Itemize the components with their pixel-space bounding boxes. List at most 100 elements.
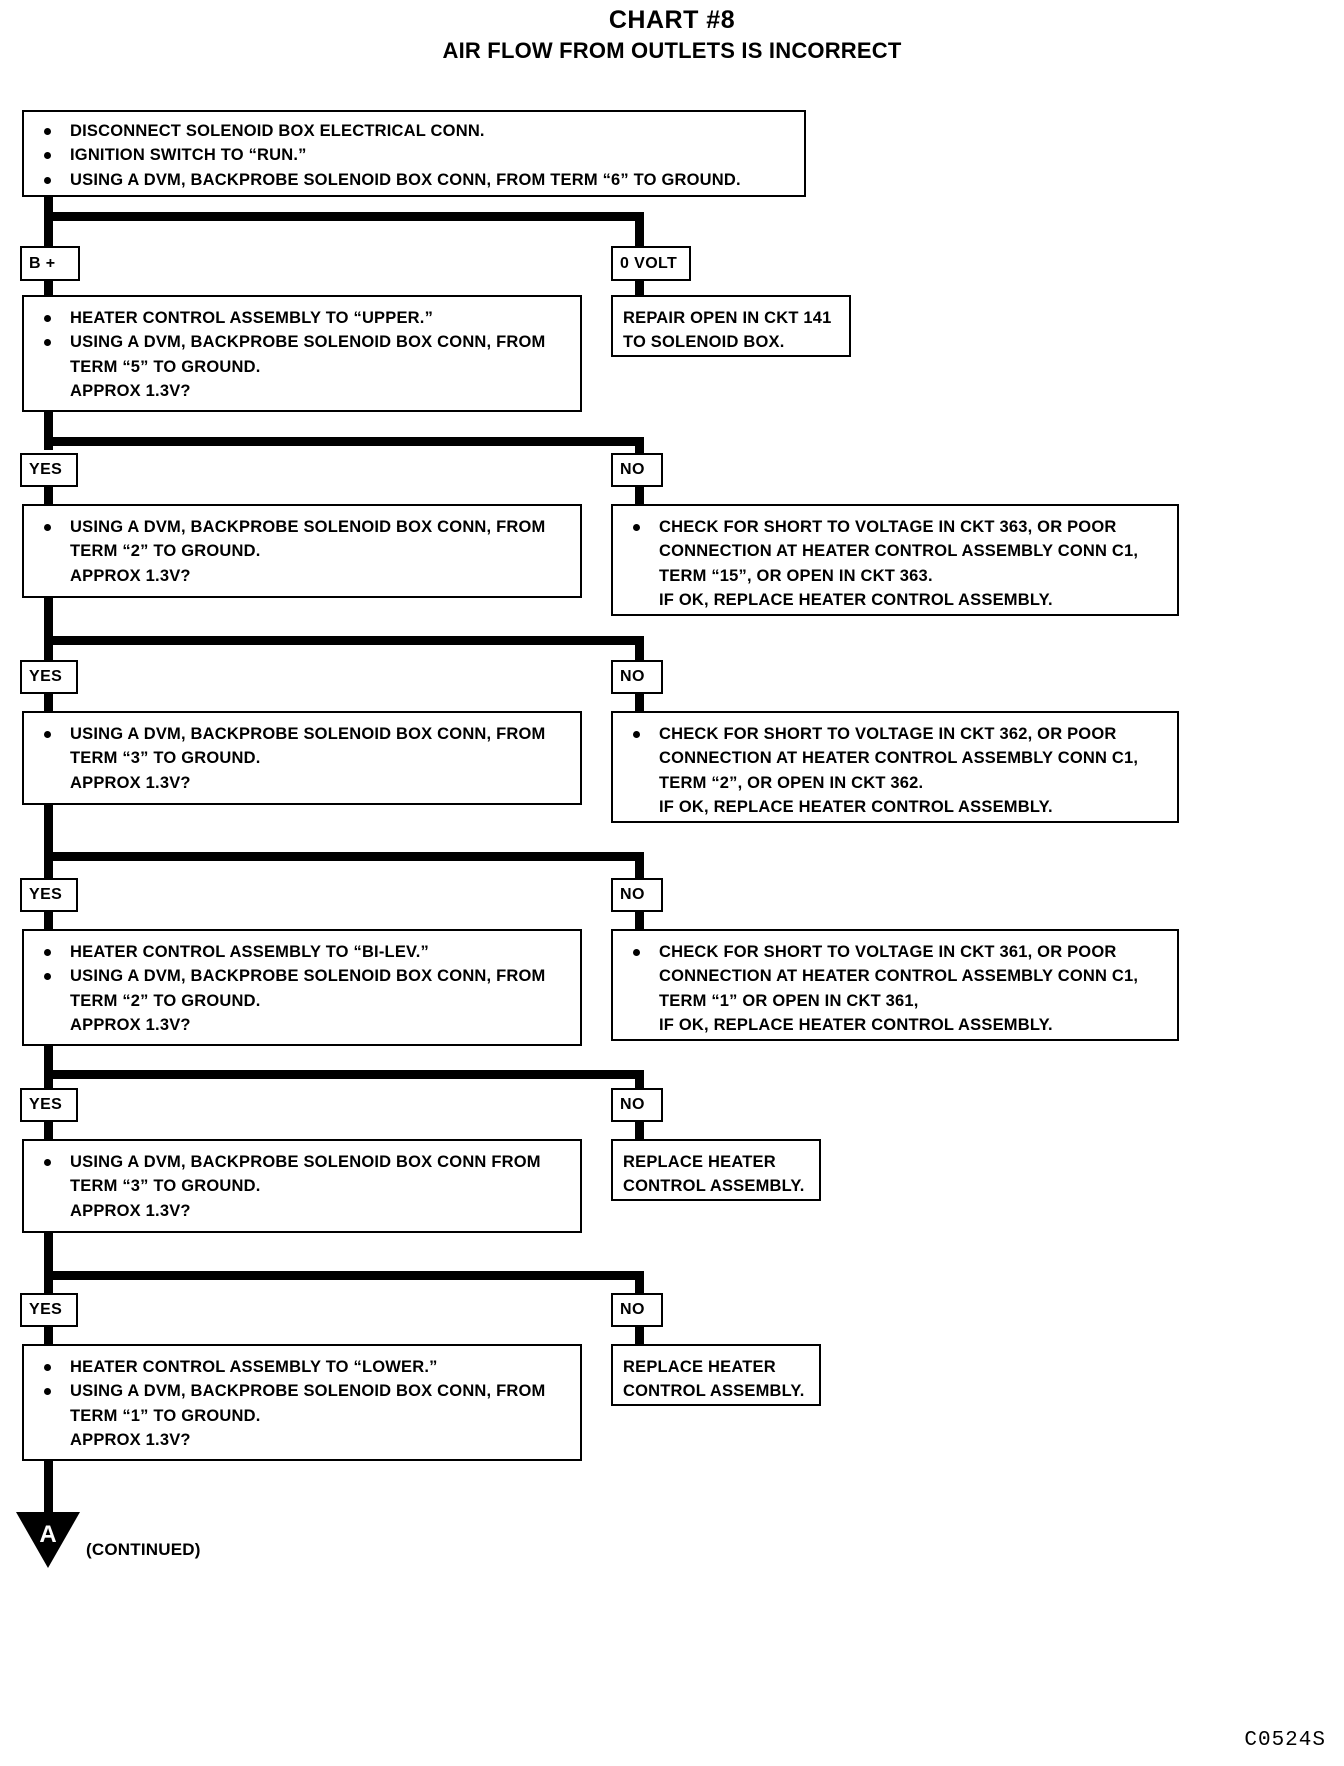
ckt-361-box: CHECK FOR SHORT TO VOLTAGE IN CKT 361, O… xyxy=(611,929,1179,1041)
connector-yes5-down xyxy=(44,1327,53,1345)
tag-b-plus: B + xyxy=(20,246,80,281)
connector-step4-stem xyxy=(44,805,53,881)
tag-no-2: NO xyxy=(611,660,663,694)
replace-heater-box-2: REPLACE HEATER CONTROL ASSEMBLY. xyxy=(611,1344,821,1406)
connector-no5-down xyxy=(635,1327,644,1345)
step-7-line-4: APPROX 1.3V? xyxy=(70,1431,191,1450)
continued-label: (CONTINUED) xyxy=(86,1540,201,1559)
ckt-362-line-1: CHECK FOR SHORT TO VOLTAGE IN CKT 362, O… xyxy=(623,723,1167,746)
step-2-box: HEATER CONTROL ASSEMBLY TO “UPPER.” USIN… xyxy=(22,295,582,412)
step-2-line-1: HEATER CONTROL ASSEMBLY TO “UPPER.” xyxy=(34,307,570,330)
continued-connector: A xyxy=(14,1508,82,1568)
connector-split-6-right xyxy=(635,1271,644,1293)
page-title: CHART #8 AIR FLOW FROM OUTLETS IS INCORR… xyxy=(0,6,1344,63)
connector-split-4 xyxy=(44,852,644,861)
step-4-line-1: USING A DVM, BACKPROBE SOLENOID BOX CONN… xyxy=(34,723,570,746)
ckt-362-line-4: IF OK, REPLACE HEATER CONTROL ASSEMBLY. xyxy=(659,798,1053,817)
step-7-line-2: USING A DVM, BACKPROBE SOLENOID BOX CONN… xyxy=(34,1380,570,1403)
connector-yes4-down xyxy=(44,1122,53,1140)
tag-no-3: NO xyxy=(611,878,663,912)
connector-split-3 xyxy=(44,636,644,645)
connector-yes1-down xyxy=(44,487,53,505)
tag-yes-4: YES xyxy=(20,1088,78,1122)
connector-split-2-right xyxy=(635,437,644,453)
step-4-line-3: APPROX 1.3V? xyxy=(70,773,191,792)
ckt-363-box: CHECK FOR SHORT TO VOLTAGE IN CKT 363, O… xyxy=(611,504,1179,616)
repair-open-line-2: TO SOLENOID BOX. xyxy=(623,332,785,351)
connector-step3-stem xyxy=(44,598,53,662)
replace-heater-box-1: REPLACE HEATER CONTROL ASSEMBLY. xyxy=(611,1139,821,1201)
replace-1-line-2: CONTROL ASSEMBLY. xyxy=(623,1176,805,1195)
footer-code: C0524S xyxy=(1244,1729,1326,1752)
step-5-box: HEATER CONTROL ASSEMBLY TO “BI-LEV.” USI… xyxy=(22,929,582,1046)
connector-split-5-right xyxy=(635,1070,644,1088)
connector-no1-down xyxy=(635,487,644,505)
ckt-363-line-2: CONNECTION AT HEATER CONTROL ASSEMBLY CO… xyxy=(659,542,1139,561)
connector-split-2 xyxy=(44,437,644,446)
step-1-line-3: USING A DVM, BACKPROBE SOLENOID BOX CONN… xyxy=(34,169,794,192)
step-3-line-3: APPROX 1.3V? xyxy=(70,566,191,585)
tag-yes-3: YES xyxy=(20,878,78,912)
connector-to-bplus xyxy=(44,212,53,248)
step-5-line-1: HEATER CONTROL ASSEMBLY TO “BI-LEV.” xyxy=(34,941,570,964)
connector-split-1 xyxy=(44,212,644,221)
step-7-line-3: TERM “1” TO GROUND. xyxy=(70,1406,261,1425)
ckt-361-line-3: TERM “1” OR OPEN IN CKT 361, xyxy=(659,991,919,1010)
tag-yes-1: YES xyxy=(20,453,78,487)
step-5-line-3: TERM “2” TO GROUND. xyxy=(70,991,261,1010)
step-7-box: HEATER CONTROL ASSEMBLY TO “LOWER.” USIN… xyxy=(22,1344,582,1461)
triangle-down-icon: A xyxy=(16,1512,80,1568)
connector-step6-stem xyxy=(44,1233,53,1297)
tag-no-1: NO xyxy=(611,453,663,487)
connector-to-zerovolt xyxy=(635,212,644,248)
step-6-box: USING A DVM, BACKPROBE SOLENOID BOX CONN… xyxy=(22,1139,582,1233)
chart-number: CHART #8 xyxy=(608,6,736,34)
connector-bplus-down xyxy=(44,281,53,297)
step-2-line-2: USING A DVM, BACKPROBE SOLENOID BOX CONN… xyxy=(34,331,570,354)
step-6-line-1: USING A DVM, BACKPROBE SOLENOID BOX CONN… xyxy=(34,1151,570,1174)
repair-open-box: REPAIR OPEN IN CKT 141 TO SOLENOID BOX. xyxy=(611,295,851,357)
step-1-line-2: IGNITION SWITCH TO “RUN.” xyxy=(34,144,794,167)
replace-2-line-2: CONTROL ASSEMBLY. xyxy=(623,1381,805,1400)
step-1-line-1: DISCONNECT SOLENOID BOX ELECTRICAL CONN. xyxy=(34,120,794,143)
tag-yes-2: YES xyxy=(20,660,78,694)
tag-no-5: NO xyxy=(611,1293,663,1327)
connector-split-5 xyxy=(44,1070,644,1079)
ckt-361-line-1: CHECK FOR SHORT TO VOLTAGE IN CKT 361, O… xyxy=(623,941,1167,964)
step-1-box: DISCONNECT SOLENOID BOX ELECTRICAL CONN.… xyxy=(22,110,806,197)
connector-no3-down xyxy=(635,912,644,930)
step-4-box: USING A DVM, BACKPROBE SOLENOID BOX CONN… xyxy=(22,711,582,805)
replace-1-line-1: REPLACE HEATER xyxy=(623,1153,776,1171)
chart-subtitle: AIR FLOW FROM OUTLETS IS INCORRECT xyxy=(442,37,902,63)
connector-no2-down xyxy=(635,694,644,712)
connector-step5-stem xyxy=(44,1046,53,1088)
step-3-line-1: USING A DVM, BACKPROBE SOLENOID BOX CONN… xyxy=(34,516,570,539)
step-3-line-2: TERM “2” TO GROUND. xyxy=(70,542,261,561)
connector-split-6 xyxy=(44,1271,644,1280)
ckt-361-line-4: IF OK, REPLACE HEATER CONTROL ASSEMBLY. xyxy=(659,1016,1053,1035)
tag-no-4: NO xyxy=(611,1088,663,1122)
ckt-363-line-1: CHECK FOR SHORT TO VOLTAGE IN CKT 363, O… xyxy=(623,516,1167,539)
connector-zerovolt-down xyxy=(635,281,644,297)
step-4-line-2: TERM “3” TO GROUND. xyxy=(70,749,261,768)
ckt-362-line-3: TERM “2”, OR OPEN IN CKT 362. xyxy=(659,773,924,792)
connector-step7-stem xyxy=(44,1461,53,1515)
replace-2-line-1: REPLACE HEATER xyxy=(623,1358,776,1376)
step-7-line-1: HEATER CONTROL ASSEMBLY TO “LOWER.” xyxy=(34,1356,570,1379)
connector-letter: A xyxy=(39,1521,56,1548)
connector-split-3-right xyxy=(635,636,644,660)
ckt-362-box: CHECK FOR SHORT TO VOLTAGE IN CKT 362, O… xyxy=(611,711,1179,823)
ckt-363-line-3: TERM “15”, OR OPEN IN CKT 363. xyxy=(659,566,933,585)
ckt-363-line-4: IF OK, REPLACE HEATER CONTROL ASSEMBLY. xyxy=(659,591,1053,610)
step-3-box: USING A DVM, BACKPROBE SOLENOID BOX CONN… xyxy=(22,504,582,598)
step-5-line-4: APPROX 1.3V? xyxy=(70,1016,191,1035)
connector-no4-down xyxy=(635,1122,644,1140)
tag-yes-5: YES xyxy=(20,1293,78,1327)
ckt-362-line-2: CONNECTION AT HEATER CONTROL ASSEMBLY CO… xyxy=(659,749,1139,768)
step-5-line-2: USING A DVM, BACKPROBE SOLENOID BOX CONN… xyxy=(34,965,570,988)
step-2-line-4: APPROX 1.3V? xyxy=(70,382,191,401)
tag-zero-volt: 0 VOLT xyxy=(611,246,691,281)
connector-step2-stem xyxy=(44,412,53,450)
connector-step1-stem xyxy=(44,197,53,219)
